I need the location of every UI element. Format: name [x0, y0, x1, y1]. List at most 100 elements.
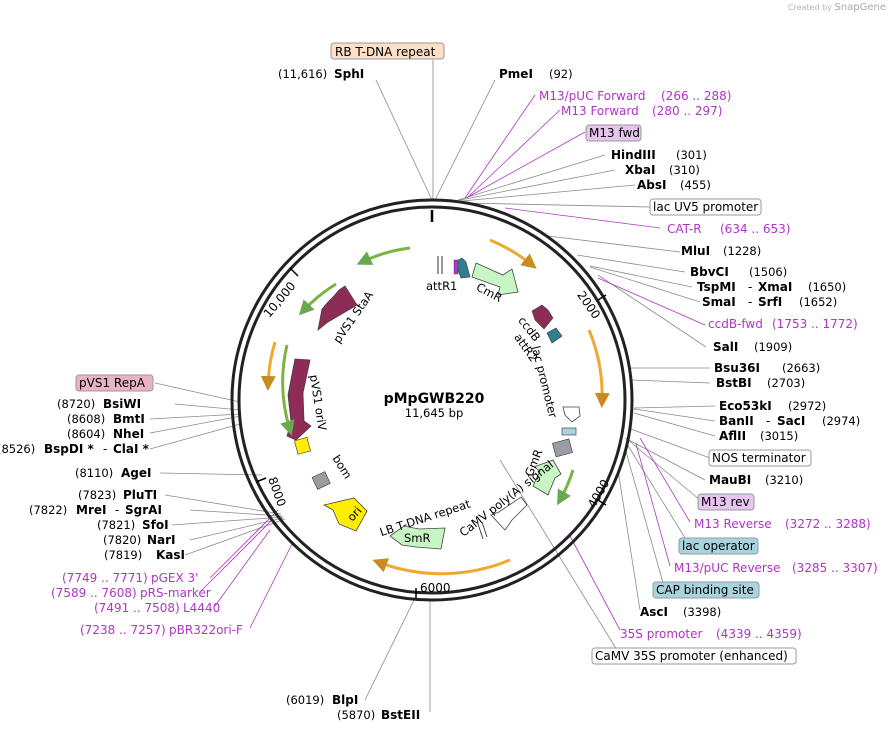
- narI-pos: (7820): [103, 533, 141, 547]
- mreI-name2: SgrAI: [125, 503, 162, 517]
- m13puc-r-name: M13/pUC Reverse: [674, 561, 781, 575]
- thin-arrows: [260, 238, 610, 576]
- banII-name: BanII: [719, 414, 754, 428]
- bsiWI-pos: (8720): [57, 397, 95, 411]
- camv-polya-arrow: [490, 496, 528, 531]
- pluTI-pos: (7823): [78, 488, 116, 502]
- m13reverse-pos: (3272 .. 3288): [785, 517, 871, 531]
- mreI-pos: (7822): [29, 503, 67, 517]
- smaI-name2: SrfI: [758, 295, 782, 309]
- mluI-pos: (1228): [723, 244, 761, 258]
- eco53kI-pos: (2972): [788, 399, 826, 413]
- tspMI-name2: XmaI: [758, 280, 792, 294]
- attr1-arrow: [454, 257, 471, 279]
- catr-name: CAT-R: [667, 222, 702, 236]
- mluI-name: MluI: [681, 244, 710, 258]
- pvs1-oriv-box: [294, 437, 311, 455]
- kasI-name: KasI: [156, 548, 185, 562]
- hindIII-pos: (301): [676, 148, 707, 162]
- backbone-outer-strand: [230, 198, 634, 602]
- l4440-pos: (7491 .. 7508): [94, 601, 180, 615]
- ccdbfwd-name: ccdB-fwd: [708, 317, 763, 331]
- thin-arrow-4: [557, 469, 575, 506]
- pvs1-staa-arrow: [317, 285, 358, 331]
- m13puc-f-name: M13/pUC Forward: [539, 89, 646, 103]
- xbaI-name: XbaI: [625, 163, 655, 177]
- l4440-name: L4440: [183, 601, 220, 615]
- lac-operator-label: lac operator: [682, 539, 755, 553]
- mauBI-name: MauBI: [709, 473, 751, 487]
- banII-name2: SacI: [777, 414, 805, 428]
- lac-promoter-arrow: [562, 406, 581, 423]
- m13puc-f-pos: (266 .. 288): [661, 89, 731, 103]
- boxed-labels: RB T-DNA repeat M13 fwd lac UV5 promoter…: [75, 42, 812, 665]
- m13-f-name: M13 Forward: [561, 104, 639, 118]
- backbone-inner-strand: [237, 205, 627, 595]
- cap-binding-label: CAP binding site: [656, 583, 754, 597]
- cmr-arrow: [471, 262, 519, 296]
- m13-rev-label: M13 rev: [701, 495, 750, 509]
- label-smr: SmR: [404, 531, 431, 545]
- bom-box: [311, 471, 331, 490]
- nheI-name: NheI: [113, 427, 144, 441]
- bspDI-name2: ClaI *: [113, 442, 150, 456]
- scale-tick-marks: [255, 267, 607, 598]
- sfoI-name: SfoI: [142, 518, 169, 532]
- absI-pos: (455): [680, 178, 711, 192]
- bstBI-pos: (2703): [767, 376, 805, 390]
- thin-arrow-5: [372, 558, 511, 576]
- eco53kI-name: Eco53kI: [719, 399, 772, 413]
- pmeI-name: PmeI: [499, 67, 533, 81]
- prsmarker-name: pRS-marker: [140, 586, 211, 600]
- primer-lines: [199, 94, 706, 631]
- rb-tdna-label: RB T-DNA repeat: [335, 45, 436, 59]
- ori-arrow: [322, 497, 368, 532]
- mreI-name: MreI: [76, 503, 106, 517]
- p35s-name: 35S promoter: [620, 627, 702, 641]
- right-labels: (11,616) SphI PmeI (92) M13/pUC Forward …: [278, 67, 878, 641]
- banII-dash: -: [766, 414, 770, 428]
- xbaI-pos: (310): [669, 163, 700, 177]
- bspDI-name: BspDI *: [44, 442, 94, 456]
- sphI-name: SphI: [334, 67, 364, 81]
- leader-lines: [149, 60, 716, 712]
- m13reverse-name: M13 Reverse: [694, 517, 772, 531]
- hindIII-name: HindIII: [611, 148, 656, 162]
- tspMI-pos: (1650): [808, 280, 846, 294]
- label-lac-promoter: lac promoter: [529, 344, 560, 419]
- banII-pos: (2974): [822, 414, 860, 428]
- absI-name: AbsI: [637, 178, 666, 192]
- bmtI-name: BmtI: [113, 412, 145, 426]
- bsu36I-pos: (2663): [782, 361, 820, 375]
- bsiWI-name: BsiWI: [103, 397, 141, 411]
- smaI-dash: -: [748, 295, 752, 309]
- aflII-pos: (3015): [760, 429, 798, 443]
- nheI-pos: (8604): [67, 427, 105, 441]
- label-attr1: attR1: [426, 279, 457, 293]
- attr1-box: [453, 259, 459, 275]
- lac-operator-box: [561, 427, 577, 436]
- ageI-name: AgeI: [121, 466, 151, 480]
- plasmid-length: 11,645 bp: [405, 406, 464, 420]
- narI-name: NarI: [147, 533, 176, 547]
- bottom-labels: (6019) BlpI (5870) BstEII: [286, 693, 420, 722]
- ascI-name: AscI: [640, 605, 668, 619]
- camv-35s-label: CaMV 35S promoter (enhanced): [595, 649, 788, 663]
- thin-arrow-7: [260, 341, 277, 391]
- bmtI-pos: (8608): [67, 412, 105, 426]
- pluTI-name: PluTI: [123, 488, 157, 502]
- feature-arrows: [286, 256, 581, 550]
- blpI-name: BlpI: [332, 693, 358, 707]
- mauBI-pos: (3210): [765, 473, 803, 487]
- lac-uv5-label: lac UV5 promoter: [653, 200, 758, 214]
- thin-arrow-6: [280, 344, 295, 436]
- salI-name: SalI: [713, 340, 738, 354]
- pbr322-pos: (7238 .. 7257): [80, 623, 166, 637]
- pgex3-pos: (7749 .. 7771): [62, 571, 148, 585]
- ascI-pos: (3398): [683, 605, 721, 619]
- snapgene-watermark: Created by SnapGene: [787, 2, 886, 13]
- m13puc-r-pos: (3285 .. 3307): [792, 561, 878, 575]
- label-bom: bom: [329, 452, 354, 481]
- plasmid-name: pMpGWB220: [384, 391, 485, 407]
